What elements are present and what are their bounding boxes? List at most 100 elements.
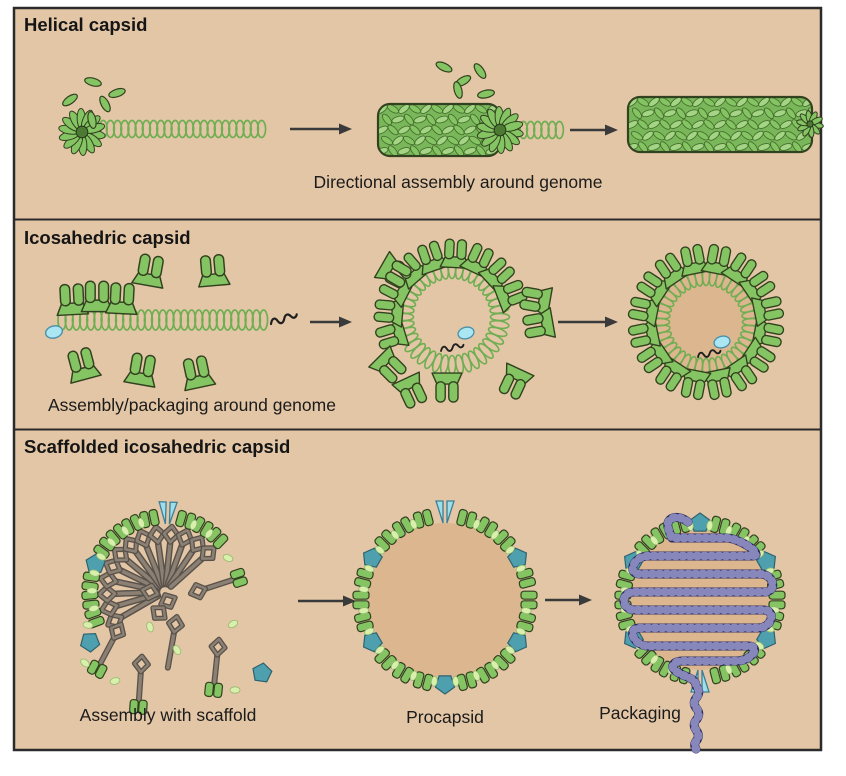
growing-end-rosette (476, 106, 524, 154)
arrow-icon-1 (310, 316, 352, 328)
capsomer (636, 271, 674, 308)
capsomer (519, 286, 554, 319)
panel-scaffolded-illustration (79, 500, 786, 754)
procapsid-stage (352, 500, 538, 695)
helical-complete-stage (626, 95, 824, 154)
capsomer (680, 367, 712, 401)
partial-icosahedral-capsid-stage (368, 238, 557, 409)
genome-free-end (440, 343, 465, 352)
free-scaffold-unit (129, 653, 151, 715)
scaffold-protein (166, 534, 206, 589)
scaffold-protein (161, 523, 181, 588)
panel-helical-illustration (58, 61, 824, 158)
assembly-with-scaffold-caption: Assembly with scaffold (80, 705, 257, 725)
capsomer (123, 352, 156, 388)
free-scaffold-unit (164, 613, 185, 671)
capsomer (373, 250, 412, 288)
procapsid-caption: Procapsid (406, 707, 484, 727)
capsomer-arc (373, 238, 528, 350)
packaging-caption: Packaging (599, 703, 681, 723)
scattered-pieces (79, 554, 273, 694)
scaffold-protein (134, 528, 166, 588)
free-scaffold-unit (86, 621, 127, 680)
helical-nucleation-stage (58, 77, 267, 156)
free-pentamer (79, 633, 101, 653)
portal-complex (158, 501, 179, 525)
vertex-pentamer (434, 675, 456, 695)
scaffold-head (150, 605, 168, 621)
capsomer (701, 366, 732, 401)
free-subunits (435, 61, 495, 99)
capsomer (431, 372, 463, 403)
arrow-icon-1 (290, 123, 352, 135)
panel-helical-title: Helical capsid (24, 14, 147, 35)
capsomer (373, 297, 405, 328)
capsomer (627, 317, 662, 348)
vertex-pentamer (507, 547, 528, 568)
end-cap-rosette (796, 110, 824, 138)
arrow-icon-1 (298, 595, 356, 607)
scaffold-head (139, 582, 161, 602)
arrow-icon-2 (545, 594, 592, 606)
capsomer (56, 283, 90, 317)
genome-end-protein (713, 335, 731, 349)
capsomer (680, 243, 711, 278)
capsomer (198, 253, 231, 288)
genome-end-protein (457, 326, 475, 340)
free-capsomers (67, 253, 231, 392)
partial-shell-arc (81, 501, 229, 629)
panel-scaffolded-title: Scaffolded icosahedric capsid (24, 436, 290, 457)
scaffold-assembly-stage (79, 501, 273, 715)
capsomer-ring (627, 243, 785, 401)
arrow-icon-2 (558, 316, 618, 328)
icosahedric-components-stage (44, 253, 298, 392)
arrow-icon-2 (570, 124, 618, 136)
portal-complex (435, 500, 455, 524)
vertex-pentamer (689, 512, 711, 532)
vertex-pentamer (362, 547, 383, 568)
scaffold-protein (111, 546, 163, 591)
free-capsomers (368, 250, 557, 409)
capsomer (492, 279, 528, 314)
capsomer (104, 282, 138, 316)
vertex-pentamer (507, 632, 528, 653)
helical-elongation-stage (376, 61, 565, 158)
complete-icosahedral-capsid-stage (627, 243, 785, 401)
capsid-interior (630, 530, 770, 670)
scaffold-protein (167, 545, 217, 590)
genome-free-end (697, 349, 722, 358)
free-scaffold-units (86, 567, 248, 715)
scaffold-protein (147, 524, 168, 588)
genome-end-protein (44, 325, 64, 339)
helical-caption: Directional assembly around genome (314, 172, 603, 192)
capsomer (750, 296, 785, 327)
free-scaffold-unit (187, 567, 248, 601)
capsomer (522, 306, 557, 339)
panel-icosahedric-title: Icosahedric capsid (24, 227, 191, 248)
free-pentamer (252, 662, 273, 683)
dna-strand (619, 512, 778, 754)
procapsid-interior (368, 523, 522, 677)
capsomer (368, 345, 407, 384)
capsomer (67, 347, 102, 384)
free-scaffold-unit (204, 636, 228, 699)
vertex-pentamer (362, 632, 383, 653)
genome-coil-ring (393, 258, 511, 376)
capsomer (182, 355, 217, 392)
capsomer (439, 238, 470, 269)
capsomer (131, 253, 164, 289)
icosahedric-caption: Assembly/packaging around genome (48, 395, 336, 415)
capsomer (655, 354, 692, 392)
capsomer (498, 362, 535, 400)
capsomer (391, 371, 428, 409)
attached-capsomers (56, 280, 138, 317)
scaffold-protein (164, 527, 195, 588)
genome-coil (91, 119, 267, 139)
capsid-interior (646, 262, 766, 382)
genome-free-end (269, 313, 298, 326)
capsomer (80, 280, 114, 313)
scaffold-protein (122, 536, 164, 589)
packaging-stage (614, 512, 786, 754)
